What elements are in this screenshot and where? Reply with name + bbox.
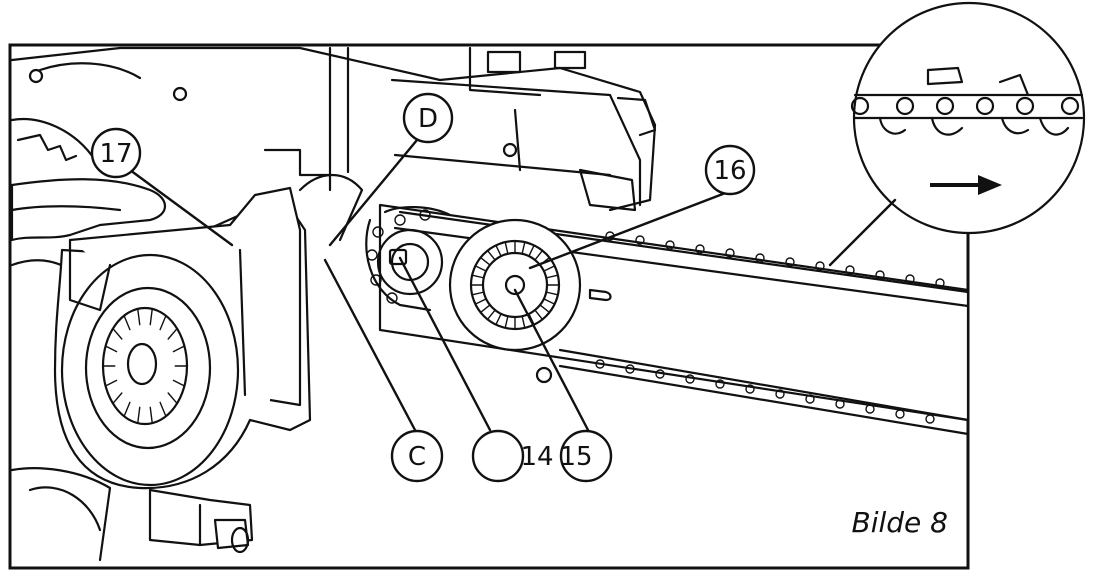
arrow-right-icon [930, 175, 1002, 195]
decorative-tick [474, 298, 487, 305]
callout-16: 16 [704, 144, 756, 196]
callout-d-label: D [418, 104, 438, 134]
decorative-tick [528, 244, 535, 257]
decorative-tick [167, 392, 178, 404]
drive-sprocket [365, 205, 452, 312]
decorative-tick [504, 241, 509, 255]
leader-d [328, 138, 419, 247]
decorative-tick [479, 256, 491, 266]
decorative-tick [112, 328, 123, 340]
callout-14: 14 [471, 429, 554, 483]
decorative-tick [471, 291, 485, 296]
decorative-tick [521, 315, 526, 329]
decorative-tick [539, 304, 551, 314]
lower-bracket [148, 488, 254, 554]
sprocket-cover [53, 174, 364, 490]
decorative-tick [149, 308, 153, 326]
saw-housing [10, 46, 657, 562]
decorative-tick [172, 345, 185, 353]
decorative-tick [123, 401, 131, 417]
callout-15-label: 15 [559, 442, 592, 472]
decorative-tick [123, 315, 131, 331]
decorative-tick [471, 274, 485, 279]
callout-c-label: C [408, 442, 426, 472]
callout-15: 15 [559, 429, 613, 483]
decorative-tick [479, 304, 491, 314]
decorative-tick [521, 241, 526, 255]
decorative-tick [534, 249, 544, 261]
decorative-tick [504, 315, 509, 329]
figure-caption: Bilde 8 [852, 506, 948, 539]
callout-17-label: 17 [99, 139, 132, 169]
decorative-tick [149, 406, 153, 424]
decorative-tick [137, 308, 141, 326]
chain-detail-inset [828, 1, 1086, 267]
decorative-tick [167, 328, 178, 340]
leader-lines [128, 138, 730, 432]
decorative-tick [112, 392, 123, 404]
leader-17 [128, 168, 234, 247]
decorative-tick [159, 315, 167, 331]
decorative-tick [486, 309, 496, 321]
chain-tensioner-wheel [448, 218, 582, 352]
leader-14 [398, 256, 492, 432]
decorative-tick [159, 401, 167, 417]
callout-d: D [402, 92, 454, 144]
leader-c [323, 258, 417, 432]
leader-16 [528, 190, 730, 270]
callout-c: C [390, 429, 444, 483]
hand-illustration [10, 178, 167, 242]
callout-17: 17 [90, 127, 142, 179]
decorative-tick [534, 309, 544, 321]
decorative-tick [137, 406, 141, 424]
leader-15 [513, 288, 590, 432]
decorative-tick [495, 313, 502, 326]
decorative-tick [105, 345, 118, 353]
inset-leader-line [828, 198, 897, 267]
decorative-tick [545, 291, 559, 296]
decorative-tick [105, 379, 118, 387]
decorative-tick [543, 265, 556, 272]
decorative-tick [172, 379, 185, 387]
decorative-tick [543, 298, 556, 305]
decorative-tick [495, 244, 502, 257]
decorative-tick [486, 249, 496, 261]
decorative-tick [545, 274, 559, 279]
callout-14-label: 14 [520, 442, 553, 472]
decorative-tick [474, 265, 487, 272]
callout-16-label: 16 [713, 156, 746, 186]
